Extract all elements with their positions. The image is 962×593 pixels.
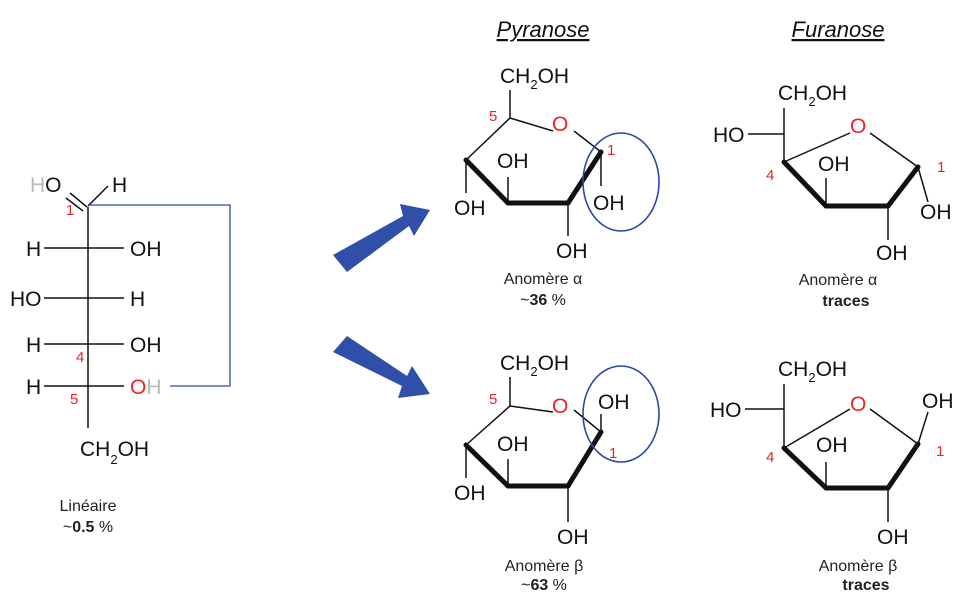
pyranose-beta-percentage: ~63 % [521,577,567,593]
pyranose-beta-caption: Anomère β [505,558,584,575]
c2-oh: OH [876,242,908,265]
aldehyde-double-bond-2 [65,197,84,212]
ch2oh-label: CH2OH [500,65,569,92]
c4-number: 4 [766,449,774,466]
o-c1-bond [573,409,602,433]
pyranose-alpha-percentage: ~36 % [520,292,566,309]
furanose-header: Furanose [792,17,885,42]
c1-number: 1 [607,142,615,159]
c4-oh: OH [454,482,486,505]
arrow-to-beta [333,336,430,398]
c3-oh: OH [497,433,529,456]
furanose-beta: CH2OH HO O 4 1 OH OH OH Anomère β traces [710,358,954,593]
ch2oh-label: CH2OH [778,82,847,109]
ho-group: HO [713,124,745,147]
c4-left-h: H [26,334,41,357]
c5-right-oh: OH [130,376,162,399]
c1-oh: OH [922,390,954,413]
c4-number: 4 [766,167,774,184]
furanose-alpha: CH2OH HO O 4 1 OH OH OH Anomère α traces [713,82,952,310]
furanose-beta-traces: traces [842,577,889,593]
c4-oh: OH [454,197,486,220]
aldehyde-h-bond [87,185,109,207]
ring-closure-connector [89,204,231,387]
linear-form: HO H 1 H OH HO H H OH 4 H OH 5 CH2OH Lin… [10,174,231,536]
ho-group: HO [710,399,742,422]
c3-left-ho: HO [10,288,42,311]
o-c1-bond [869,408,919,445]
c4-o-bond [783,132,851,163]
c1-oh-bond [917,166,929,203]
c1-oh: OH [598,391,630,414]
aldehyde-ho-group: HO [30,174,62,197]
ring-oxygen: O [850,115,866,138]
c3-c4-bond [781,159,829,209]
c3-c4-bond [463,442,511,489]
c1-number: 1 [937,159,945,176]
pyranose-alpha: CH2OH O 5 1 OH OH OH OH Anomère α ~36 % [454,65,660,309]
linear-caption: Linéaire [60,498,117,515]
aldehyde-h: H [112,174,127,197]
c1-oh: OH [593,192,625,215]
ch2oh-label: CH2OH [778,358,847,385]
c5-o-bond [509,405,554,413]
c3-c4-bond [463,157,511,206]
c4-c5-bond [465,117,511,161]
linear-c4-number: 4 [76,349,84,366]
c4-o-bond [783,408,851,449]
c2-oh: OH [557,526,589,549]
ring-oxygen: O [552,113,568,136]
c1-c2-bond [885,441,921,491]
c4-right-oh: OH [130,334,162,357]
ring-oxygen: O [552,395,568,418]
o-c1-bond [869,132,919,168]
anomeric-highlight-circle [582,132,660,232]
c1-number: 1 [936,443,944,460]
c1-oh-bond [917,411,929,445]
c1-c2-bond [885,164,921,209]
furanose-alpha-caption: Anomère α [799,272,878,289]
c1-c2-bond [565,149,604,206]
linear-percentage: ~0.5 % [63,519,113,536]
linear-c5-number: 5 [70,391,78,408]
c5-number: 5 [489,391,497,408]
pyranose-alpha-caption: Anomère α [504,271,583,288]
c1-number: 1 [609,445,617,462]
c2-oh: OH [877,526,909,549]
c2-right-oh: OH [130,238,162,261]
c2-left-h: H [26,238,41,261]
c3-oh: OH [497,150,529,173]
c3-right-h: H [130,288,145,311]
c1-oh: OH [920,201,952,224]
c2-oh: OH [556,240,588,263]
c5-left-h: H [26,376,41,399]
pyranose-header: Pyranose [497,17,590,42]
ring-oxygen: O [850,393,866,416]
c3-oh: OH [816,434,848,457]
arrow-to-alpha [333,204,430,272]
furanose-beta-caption: Anomère β [819,558,898,575]
o-c1-bond [573,130,602,153]
c3-oh: OH [818,153,850,176]
c3-c4-bond [781,445,829,491]
furanose-alpha-traces: traces [822,293,869,310]
ch2oh-label: CH2OH [500,352,569,379]
c5-o-bond [509,117,554,132]
c1-c2-bond [565,429,604,489]
aldehyde-double-bond-1 [69,192,88,208]
pyranose-beta: CH2OH O 5 1 OH OH OH OH Anomère β ~63 % [454,352,660,593]
anomeric-highlight-circle [582,365,660,463]
c6-ch2oh: CH2OH [80,438,149,467]
c5-number: 5 [489,108,497,125]
c4-c5-bond [465,405,511,446]
linear-c1-number: 1 [66,202,74,219]
